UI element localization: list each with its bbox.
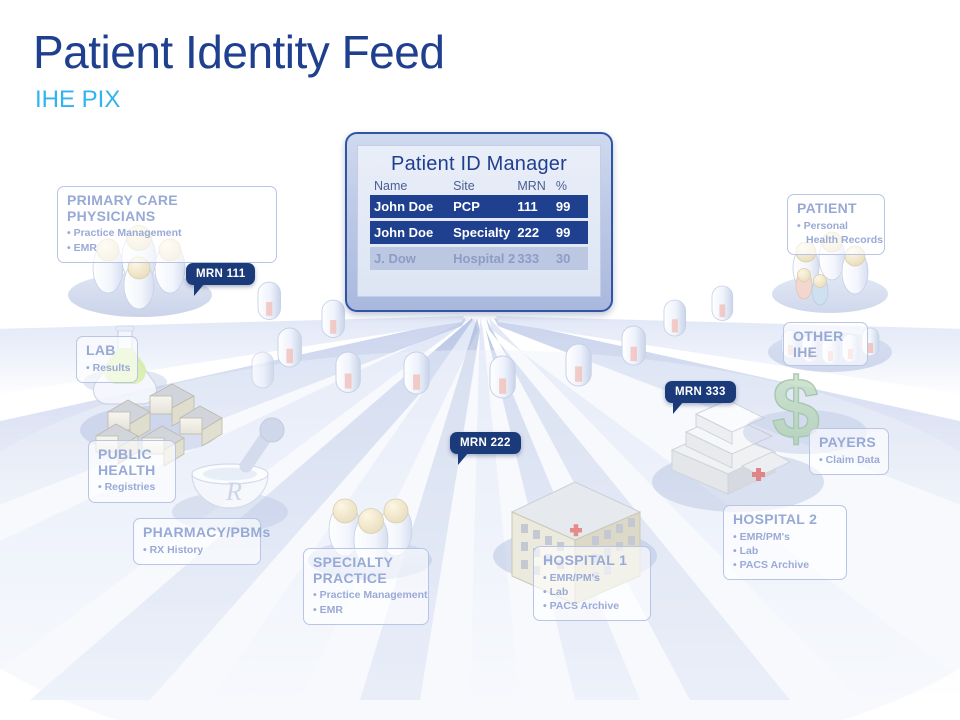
callout-label: MRN 111: [196, 268, 246, 280]
cell-name: J. Dow: [370, 247, 454, 270]
node-hospital-1[interactable]: HOSPITAL 1 EMR/PM's Lab PACS Archive: [533, 546, 651, 622]
node-specialty-practice[interactable]: SPECIALTY PRACTICE Practice Management E…: [303, 548, 429, 625]
cell-mrn: 111: [517, 195, 556, 218]
node-item: EMR/PM's: [543, 571, 641, 585]
node-title: PRIMARY CARE PHYSICIANS: [67, 192, 178, 224]
node-payers[interactable]: PAYERS Claim Data: [809, 428, 889, 475]
callout-label: MRN 222: [460, 437, 511, 449]
node-item: Practice Management: [313, 588, 428, 602]
node-item: EMR: [313, 603, 419, 617]
node-hospital-2[interactable]: HOSPITAL 2 EMR/PM's Lab PACS Archive: [723, 505, 847, 581]
node-item: Results: [86, 361, 131, 375]
callout-tail: [458, 452, 469, 465]
callout-label: MRN 333: [675, 386, 726, 398]
cell-name: John Doe: [370, 221, 454, 244]
cell-mrn: 222: [517, 221, 556, 244]
cell-site: Specialty: [453, 221, 518, 244]
red-cross-icon: [570, 524, 582, 537]
node-item: PACS Archive: [733, 558, 837, 572]
node-item: Lab: [733, 544, 837, 558]
page-subtitle: IHE PIX: [35, 86, 121, 113]
node-title: HOSPITAL 2: [733, 511, 818, 527]
table-row[interactable]: J. Dow Hospital 2 333 30: [370, 247, 588, 270]
node-item: Practice Management: [67, 226, 267, 240]
node-title: PHARMACY/PBMs: [143, 524, 271, 540]
node-item: EMR/PM's: [733, 530, 837, 544]
cell-site: Hospital 2: [453, 247, 518, 270]
callout-mrn-333[interactable]: MRN 333: [665, 381, 736, 414]
node-title: HOSPITAL 1: [543, 552, 628, 568]
patient-id-manager-panel: Patient ID Manager Name Site MRN % John …: [345, 132, 613, 312]
panel-title: Patient ID Manager: [391, 153, 567, 175]
column-header-mrn: MRN: [517, 179, 546, 193]
node-item: Health Records: [806, 233, 884, 246]
node-patient[interactable]: PATIENT Personal Health Records: [787, 194, 885, 256]
cell-percent: 30: [555, 247, 588, 270]
capsule-people: [251, 281, 734, 399]
callout-tail: [194, 283, 205, 296]
column-header-percent: %: [555, 179, 568, 193]
cell-percent: 99: [555, 221, 588, 244]
node-item: Registries: [98, 480, 166, 494]
node-title: PAYERS: [819, 434, 877, 450]
pharmacy-mortar-icon: R: [172, 417, 288, 532]
node-item: Personal: [797, 219, 875, 233]
node-public-health[interactable]: PUBLIC HEALTH Registries: [88, 440, 176, 503]
cell-mrn: 333: [517, 247, 556, 270]
svg-text:R: R: [225, 477, 242, 506]
column-header-name: Name: [374, 179, 408, 193]
hospital-2-building: [652, 399, 824, 512]
node-title: PATIENT: [797, 200, 857, 216]
node-item: EMR: [67, 241, 267, 255]
node-lab[interactable]: LAB Results: [76, 336, 138, 383]
panel-screen: Patient ID Manager Name Site MRN % John …: [357, 145, 601, 297]
node-other-ihe[interactable]: OTHER IHE: [783, 322, 868, 367]
cell-percent: 99: [555, 195, 588, 218]
cell-site: PCP: [453, 195, 518, 218]
node-item: RX History: [143, 543, 251, 557]
column-header-site: Site: [453, 179, 475, 193]
cell-name: John Doe: [370, 195, 454, 218]
node-title: OTHER IHE: [793, 328, 844, 360]
node-title: SPECIALTY PRACTICE: [313, 554, 393, 586]
red-cross-icon: [752, 468, 765, 481]
node-primary-care-physicians[interactable]: PRIMARY CARE PHYSICIANS Practice Managem…: [57, 186, 277, 263]
callout-tail: [673, 401, 684, 414]
node-title: LAB: [86, 342, 116, 358]
node-item: PACS Archive: [543, 599, 641, 613]
table-header-row: Name Site MRN %: [370, 179, 588, 195]
callout-mrn-111[interactable]: MRN 111: [186, 263, 256, 296]
table-row[interactable]: John Doe Specialty 222 99: [370, 221, 588, 244]
node-title: PUBLIC HEALTH: [98, 446, 156, 478]
callout-mrn-222[interactable]: MRN 222: [450, 432, 521, 465]
patient-identity-table: Name Site MRN % John Doe PCP 111 99: [370, 179, 588, 270]
table-row[interactable]: John Doe PCP 111 99: [370, 195, 588, 218]
page-title: Patient Identity Feed: [33, 26, 445, 78]
node-item: Claim Data: [819, 453, 880, 467]
node-pharmacy-pbms[interactable]: PHARMACY/PBMs RX History: [133, 518, 271, 565]
node-item: Lab: [543, 585, 641, 599]
